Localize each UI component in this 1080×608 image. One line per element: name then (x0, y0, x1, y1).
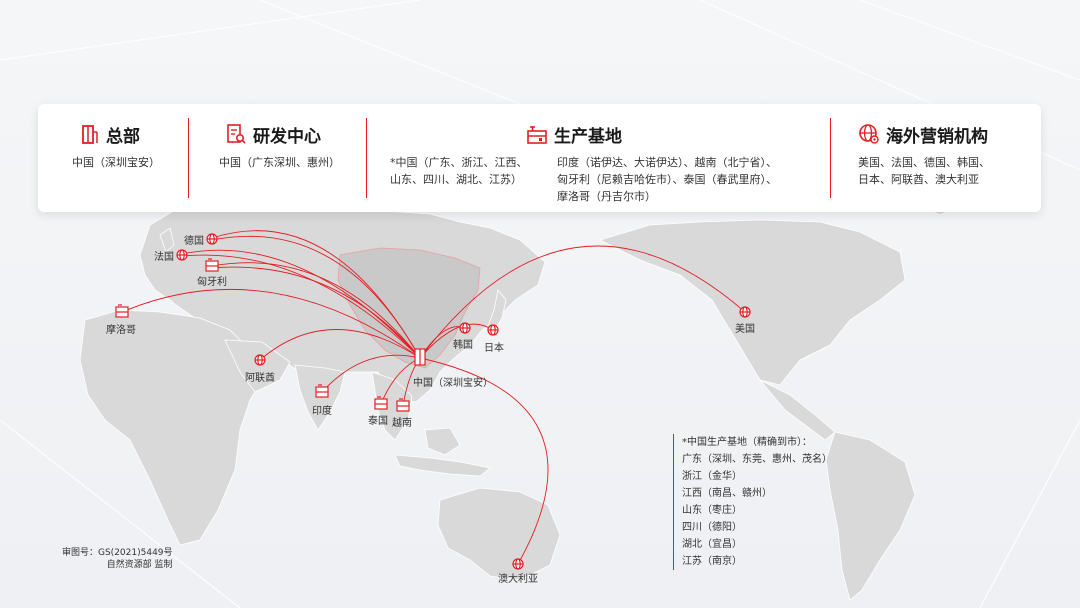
land-masses (79, 149, 991, 601)
arc-japan (419, 323, 494, 359)
china-land (337, 247, 481, 369)
label-france: 法国 (154, 252, 174, 263)
marketing-column: 海外营销机构 美国、法国、德国、韩国、 日本、阿联酋、澳大利亚 (831, 104, 1041, 212)
label-germany: 德国 (184, 236, 204, 247)
marketing-line-1: 美国、法国、德国、韩国、 (858, 156, 990, 169)
legend-title: *中国生产基地（精确到市）： (682, 437, 812, 448)
production-column: 生产基地 *中国（广东、浙江、江西、 山东、四川、湖北、江苏） 印度（诺伊达、大… (367, 104, 830, 212)
globe-icon (859, 124, 879, 144)
approval-authority: 自然资源部 监制 (106, 560, 173, 570)
korea-globe-icon (459, 322, 471, 334)
label-china-hq: 中国（深圳宝安） (413, 378, 493, 389)
label-australia: 澳大利亚 (498, 574, 538, 585)
arc-uae (259, 329, 421, 361)
divider-3 (830, 118, 831, 198)
legend-item: 湖北（宜昌） (682, 539, 742, 550)
australia-land (437, 487, 561, 581)
legend-item: 江西（南昌、赣州） (682, 488, 772, 499)
central-america-land (759, 379, 836, 441)
germany-globe-icon (206, 233, 218, 245)
legend-item: 江苏（南京） (682, 556, 742, 567)
label-vietnam: 越南 (392, 418, 412, 429)
label-thailand: 泰国 (368, 416, 388, 427)
arc-france-2 (181, 254, 421, 359)
hq-title-text: 总部 (106, 126, 140, 147)
factory-icon (527, 126, 547, 144)
arc-germany-2 (211, 235, 421, 359)
label-usa: 美国 (735, 324, 755, 335)
label-hungary: 匈牙利 (197, 277, 227, 288)
building-icon (82, 125, 98, 144)
info-card: 总部 中国（深圳宝安） 研发中心 中国（广东深圳、惠州） (38, 104, 1041, 212)
research-document-icon (227, 124, 246, 144)
arc-hungary-2 (211, 266, 421, 359)
china-production-legend: *中国生产基地（精确到市）： 广东（深圳、东莞、惠州、茂名） 浙江（金华） 江西… (673, 434, 832, 570)
arabia-land (224, 339, 291, 393)
rd-column: 研发中心 中国（广东深圳、惠州） (189, 104, 366, 212)
label-japan: 日本 (484, 343, 504, 354)
divider-1 (188, 118, 189, 198)
marketing-line-2: 日本、阿联酋、澳大利亚 (858, 173, 979, 186)
approval-number: 审图号：GS(2021)5449号 (62, 548, 173, 558)
borneo-land (424, 427, 461, 456)
africa-land (79, 309, 263, 546)
arc-usa (419, 245, 746, 359)
legend-item: 山东（枣庄） (682, 505, 742, 516)
location-pins (115, 233, 751, 570)
southeast-asia-land (371, 371, 413, 441)
arc-morocco (121, 288, 421, 359)
thailand-factory-icon (374, 396, 388, 410)
production-text-china: *中国（广东、浙江、江西、 山东、四川、湖北、江苏） (390, 154, 528, 188)
hungary-factory-icon (205, 258, 219, 272)
hq-title: 总部 (78, 120, 140, 148)
map-approval-note: 审图号：GS(2021)5449号 自然资源部 监制 (62, 547, 173, 571)
uk-land (159, 227, 175, 253)
hq-column: 总部 中国（深圳宝安） (38, 104, 188, 212)
hq-building-icon (414, 348, 426, 366)
label-india: 印度 (312, 406, 332, 417)
rd-title: 研发中心 (225, 120, 321, 148)
vietnam-factory-icon (396, 398, 410, 412)
france-globe-icon (176, 249, 188, 261)
australia-globe-icon (512, 558, 524, 570)
legend-item: 广东（深圳、东莞、惠州、茂名） (682, 454, 832, 465)
japan-globe-icon (487, 324, 499, 336)
arc-australia (419, 357, 549, 565)
rd-text: 中国（广东深圳、惠州） (219, 156, 340, 169)
production-text-overseas: 印度（诺伊达、大诺伊达）、越南（北宁省）、 匈牙利（尼赖吉哈佐市）、泰国（春武里… (557, 154, 777, 205)
production-overseas-line-1: 印度（诺伊达、大诺伊达）、越南（北宁省）、 (557, 156, 777, 169)
marketing-text: 美国、法国、德国、韩国、 日本、阿联酋、澳大利亚 (858, 154, 990, 188)
label-uae: 阿联酋 (245, 373, 275, 384)
usa-globe-icon (739, 306, 751, 318)
production-china-line-2: 山东、四川、湖北、江苏） (390, 173, 522, 186)
production-china-line-1: *中国（广东、浙江、江西、 (390, 156, 528, 169)
divider-2 (366, 118, 367, 198)
arc-india (321, 354, 421, 393)
morocco-factory-icon (115, 304, 129, 318)
indonesia-land (394, 454, 491, 477)
marketing-title: 海外营销机构 (858, 120, 988, 148)
legend-item: 浙江（金华） (682, 471, 742, 482)
production-title: 生产基地 (526, 120, 622, 148)
production-overseas-line-2: 匈牙利（尼赖吉哈佐市）、泰国（春武里府）、 (557, 173, 777, 186)
arc-france (181, 249, 421, 359)
label-korea: 韩国 (453, 340, 473, 351)
label-morocco: 摩洛哥 (106, 325, 136, 336)
production-title-text: 生产基地 (554, 126, 622, 147)
rd-title-text: 研发中心 (253, 126, 321, 147)
marketing-title-text: 海外营销机构 (886, 126, 988, 147)
arc-hungary (211, 262, 421, 359)
india-factory-icon (315, 384, 329, 398)
uae-globe-icon (254, 354, 266, 366)
hq-text: 中国（深圳宝安） (72, 156, 160, 169)
north-america-land (598, 219, 906, 386)
legend-item: 四川（德阳） (682, 522, 742, 533)
south-america-land (825, 431, 916, 601)
production-overseas-line-3: 摩洛哥（丹吉尔市） (557, 190, 656, 203)
